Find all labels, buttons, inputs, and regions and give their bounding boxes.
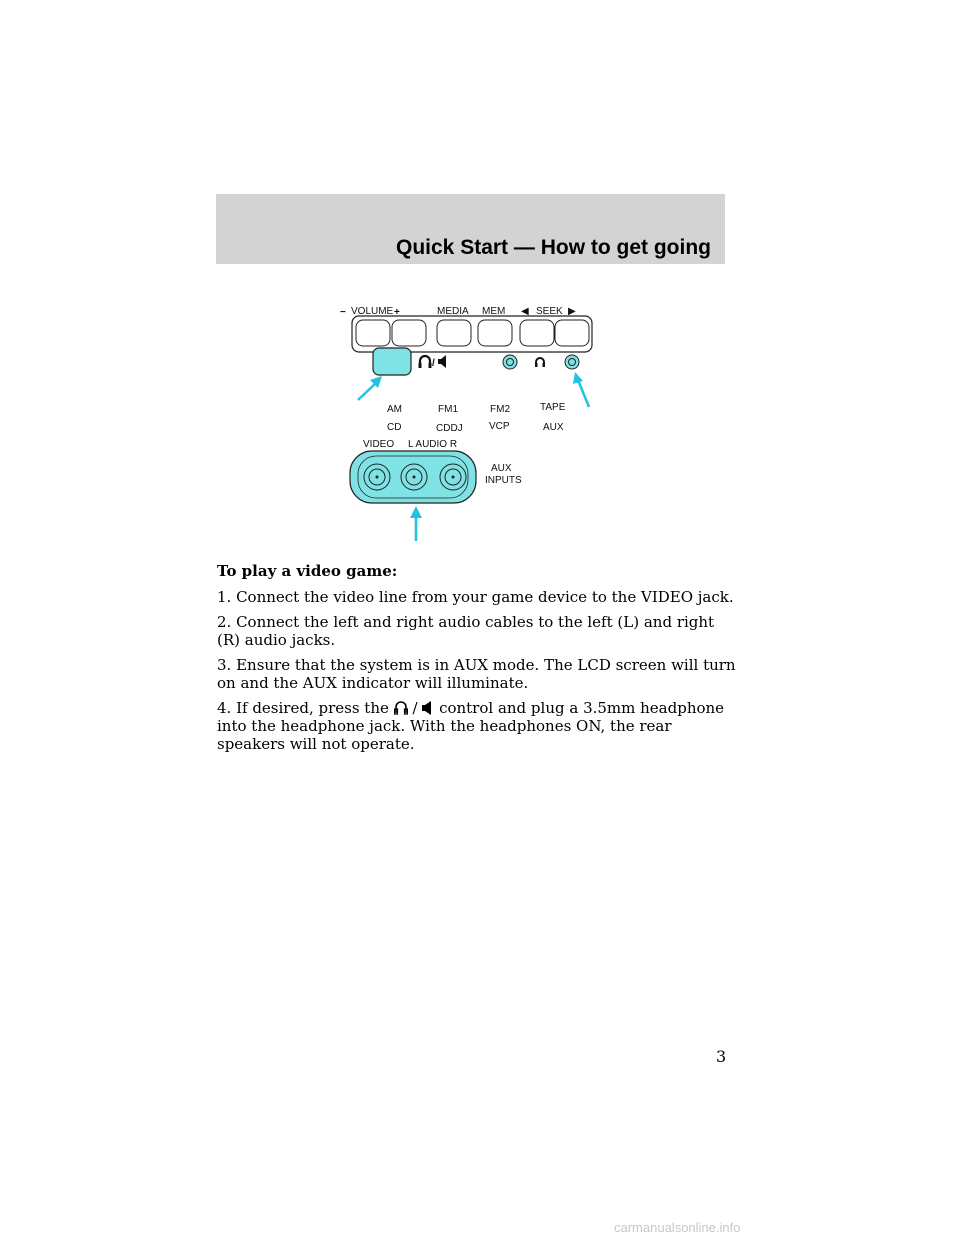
arrow-to-jack [573,372,591,408]
step-2: 2. Connect the left and right audio cabl… [217,613,715,649]
mode-fm1: FM1 [438,404,458,415]
instructions: To play a video game: 1. Connect the vid… [217,562,737,760]
headphone-jack-icon [535,357,545,367]
step-4-after: control and plug a 3.5mm headphone into … [217,699,725,753]
mode-fm2: FM2 [490,404,510,415]
speaker-icon [438,355,446,368]
video-label: VIDEO [363,439,394,450]
speaker-icon [422,701,432,715]
svg-text:/: / [432,358,435,369]
step-1: 1. Connect the video line from your game… [217,588,734,606]
video-jack[interactable] [363,463,391,491]
arrow-to-aux-inputs [410,506,422,541]
step-3: 3. Ensure that the system is in AUX mode… [217,656,736,692]
headphone-icon [393,701,408,715]
mode-aux: AUX [543,422,564,433]
step-4-before: 4. If desired, press the [217,699,389,717]
volume-label: VOLUME [351,306,394,317]
aux-inputs-label-1: AUX [491,463,512,474]
headphone-icon [418,354,432,368]
page-number: 3 [716,1047,727,1066]
control-panel-diagram: − VOLUME + MEDIA MEM ◀ SEEK ▶ / [340,296,610,546]
ir-sensor [502,354,518,370]
mode-cd: CD [387,422,401,433]
audio-label: L AUDIO R [408,439,457,450]
headphone-speaker-button[interactable] [372,347,412,376]
mem-label: MEM [482,306,505,317]
watermark: carmanualsonline.info [614,1220,741,1235]
step-4: 4. If desired, press the / control and p… [217,699,737,753]
page-title: Quick Start — How to get going [396,236,711,259]
aux-inputs-label-2: INPUTS [485,475,522,486]
headphone-jack[interactable] [564,354,580,370]
mode-cddj: CDDJ [436,423,463,434]
seek-left-label: ◀ [521,306,529,317]
seek-label: SEEK [536,306,563,317]
volume-minus-label: − [340,307,346,318]
mode-tape: TAPE [540,402,566,413]
audio-right-jack[interactable] [439,463,467,491]
mode-vcp: VCP [489,421,510,432]
step-4-slash: / [412,699,418,717]
button-bar [351,315,593,353]
volume-plus-label: + [394,307,400,318]
mode-am: AM [387,404,402,415]
arrow-to-button [357,376,382,401]
audio-left-jack[interactable] [400,463,428,491]
media-label: MEDIA [437,306,469,317]
seek-right-label: ▶ [568,306,576,317]
header-band: Quick Start — How to get going [216,194,725,264]
instructions-heading: To play a video game: [217,562,398,580]
